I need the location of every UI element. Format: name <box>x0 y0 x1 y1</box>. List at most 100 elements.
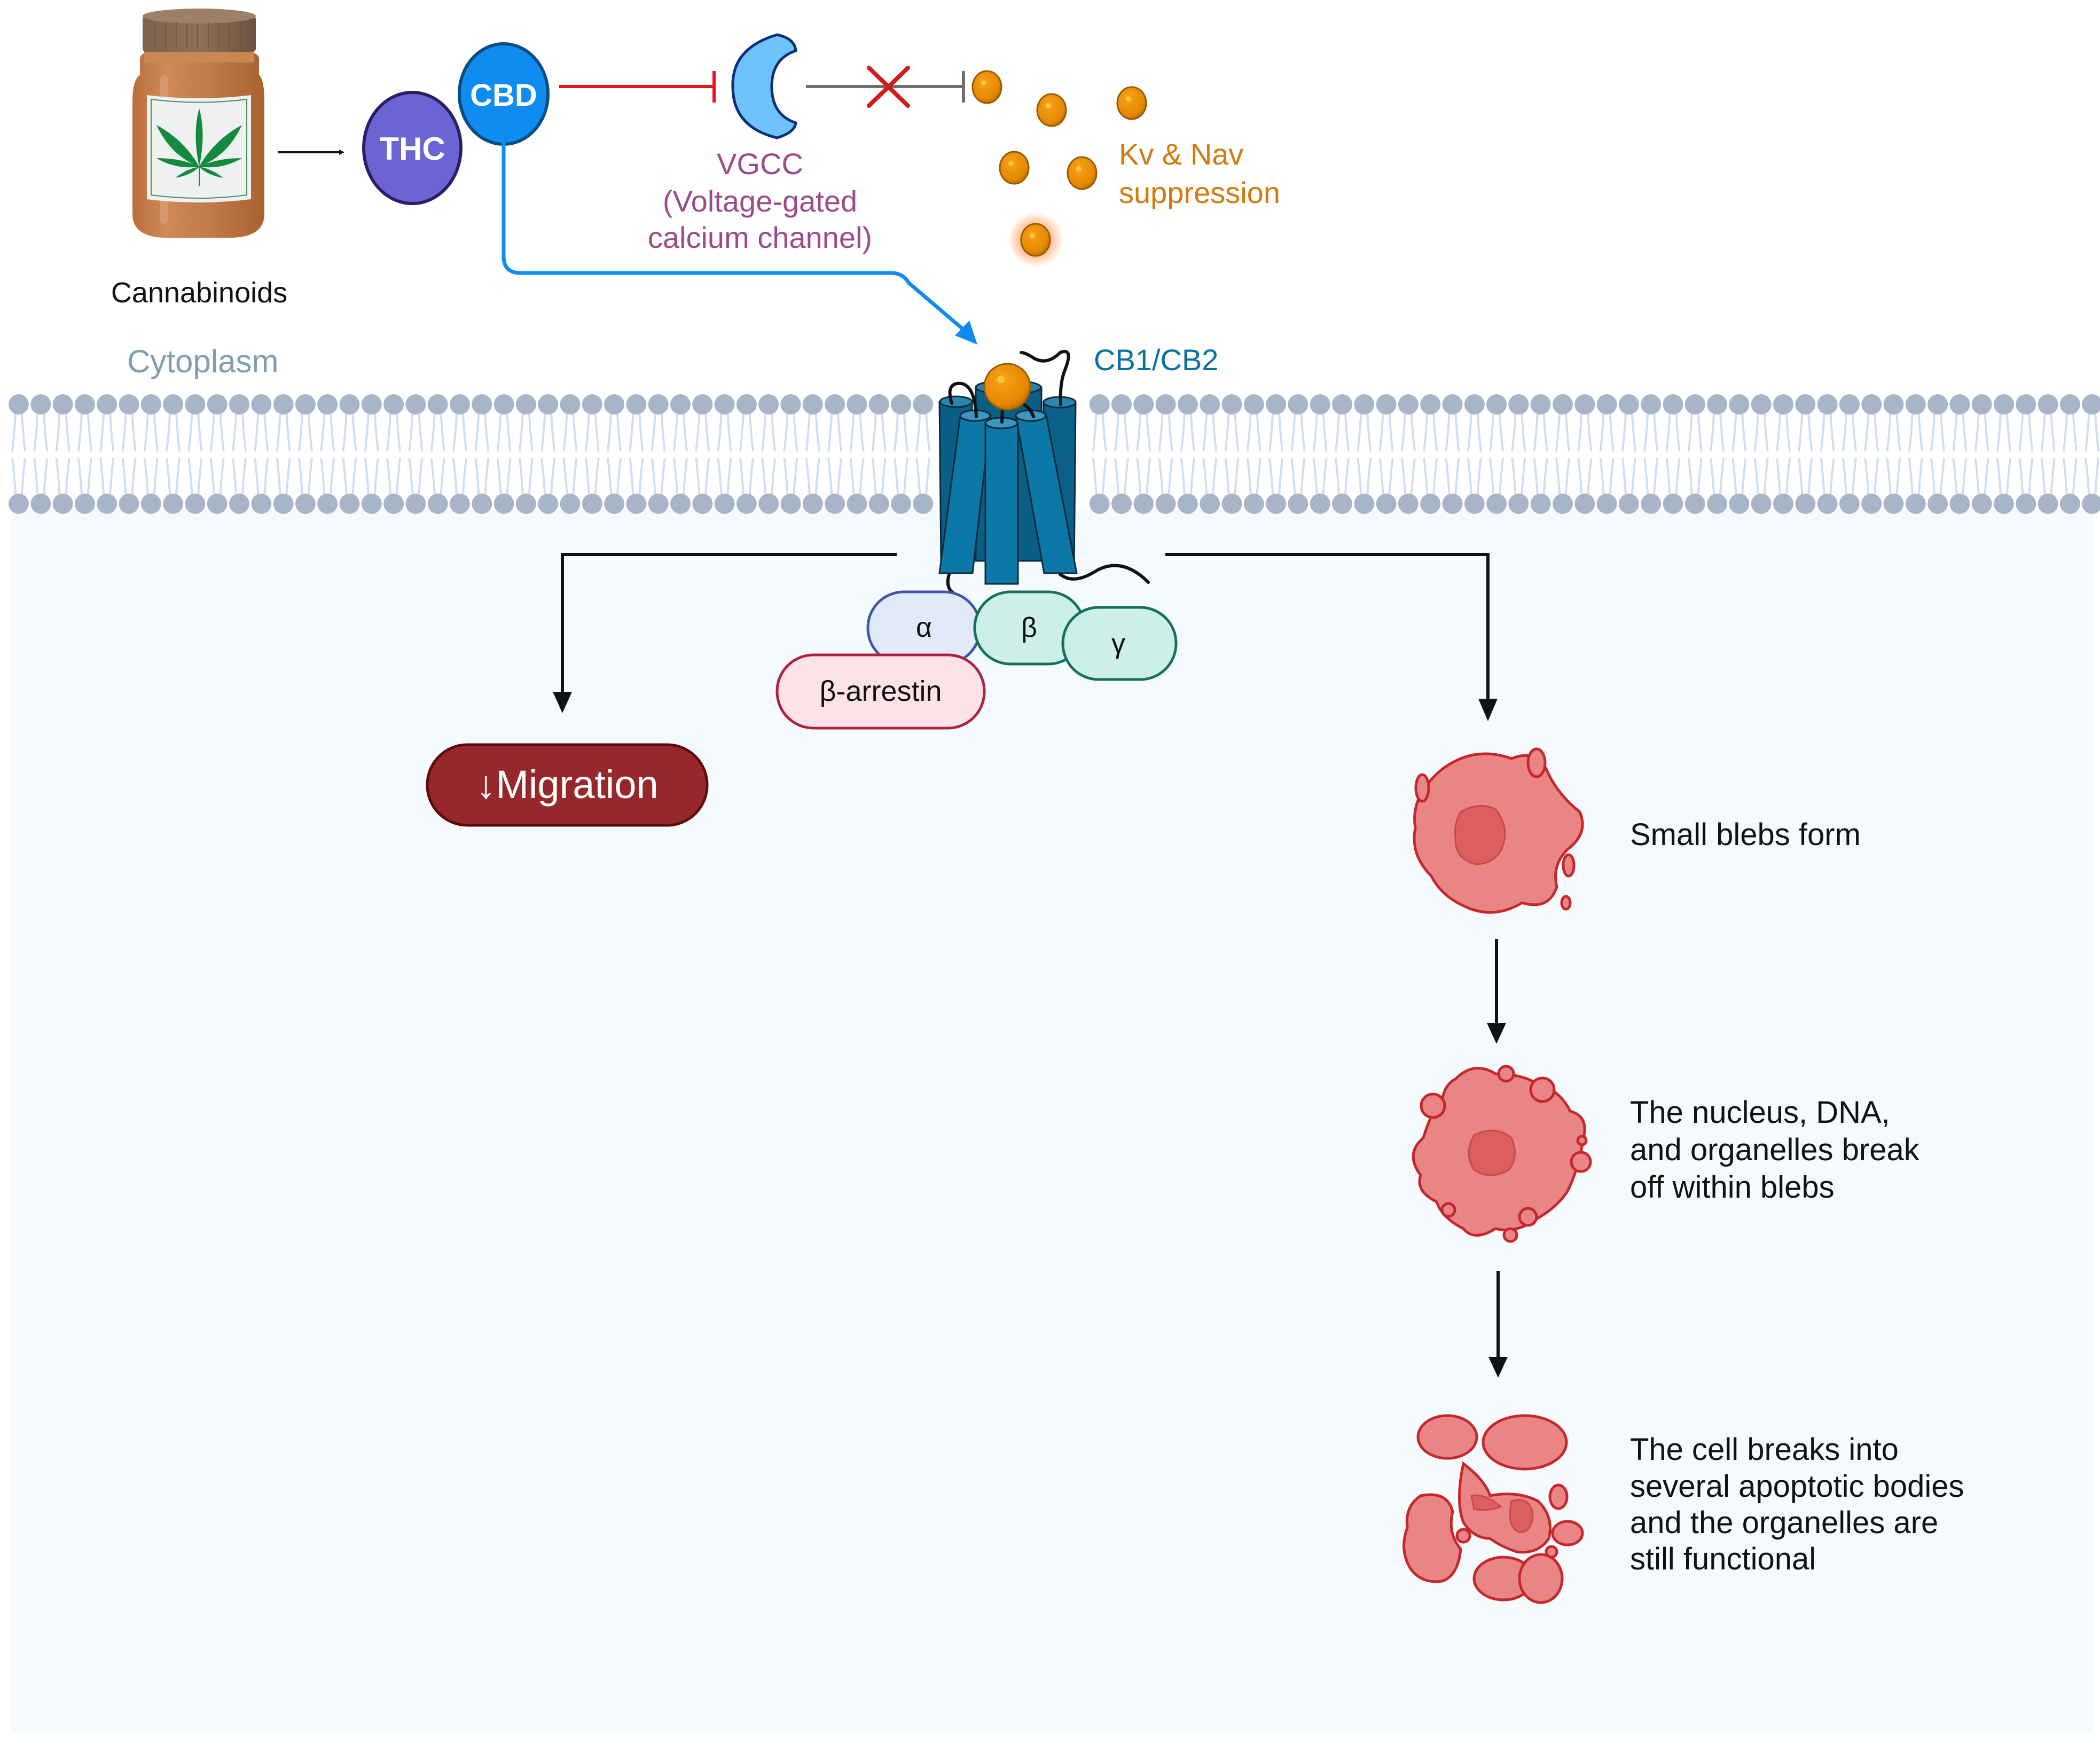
lipid-tail <box>761 457 777 495</box>
lipid-head <box>1089 494 1110 514</box>
lipid-tail <box>1312 413 1328 452</box>
lipid-head <box>119 394 139 415</box>
step-2-line-3: off within blebs <box>1630 1170 1835 1205</box>
lipid-head <box>383 494 404 514</box>
lipid-head <box>1795 494 1816 514</box>
lipid-tail <box>1180 457 1195 495</box>
cbd-label: CBD <box>470 78 537 113</box>
lipid-head <box>1949 494 1970 514</box>
lipid-tail <box>342 413 357 452</box>
lipid-head <box>1155 494 1176 514</box>
lipid-head <box>1751 394 1772 415</box>
step-3-line-4: still functional <box>1630 1542 1816 1576</box>
lipid-tail <box>121 457 137 495</box>
lipid-tail <box>1864 457 1879 495</box>
cell-stage-3-apoptotic-bodies <box>1402 1414 1584 1604</box>
lipid-head <box>868 394 889 415</box>
lipid-tail <box>607 457 622 495</box>
lipid-tail <box>1886 457 1901 495</box>
lipid-head <box>140 494 161 514</box>
lipid-tail <box>209 413 225 452</box>
lipid-tail <box>1357 413 1372 452</box>
lipid-tail <box>651 457 666 495</box>
lipid-tail <box>342 457 357 495</box>
lipid-head <box>758 394 779 415</box>
lipid-tail <box>849 413 865 452</box>
lipid-head <box>1486 494 1507 514</box>
lipid-head <box>472 494 492 514</box>
lipid-tail <box>783 413 798 452</box>
lipid-head <box>295 494 316 514</box>
receptor-loops <box>946 350 1150 595</box>
lipid-tail <box>695 457 710 495</box>
receptor-label: CB1/CB2 <box>1094 343 1218 377</box>
lipid-tail <box>99 413 115 452</box>
lipid-head <box>1861 494 1882 514</box>
lipid-head <box>1155 394 1176 415</box>
lipid-head <box>339 394 360 415</box>
lipid-head <box>780 394 801 415</box>
lipid-tail <box>2062 457 2078 495</box>
lipid-tail <box>1158 457 1173 495</box>
lipid-head <box>30 494 51 514</box>
lipid-head <box>163 494 184 514</box>
lipid-tail <box>166 457 181 495</box>
lipid-head <box>1420 494 1441 514</box>
lipid-tail <box>474 457 490 495</box>
lipid-head <box>450 494 470 514</box>
lipid-head <box>582 394 602 415</box>
lipid-tail <box>254 457 269 495</box>
lipid-head <box>758 494 779 514</box>
lipid-head <box>1927 394 1948 415</box>
lipid-head <box>273 494 294 514</box>
lipid-head <box>1089 394 1110 415</box>
lipid-tail <box>1092 413 1107 452</box>
arrowhead-stage-2-to-3 <box>1488 1357 1508 1378</box>
lipid-tail <box>1246 413 1261 452</box>
g-gamma-label: γ <box>1111 628 1125 659</box>
lipid-head <box>1243 394 1264 415</box>
lipid-head <box>1288 394 1308 415</box>
bound-ligand-icon <box>983 363 1031 411</box>
lipid-tail <box>1930 457 1946 495</box>
lipid-head <box>1332 494 1352 514</box>
lipid-tail <box>187 413 203 452</box>
lipid-tail <box>1776 413 1791 452</box>
lipid-head <box>736 494 757 514</box>
lipid-tail <box>1952 413 1968 452</box>
lipid-head <box>2038 494 2058 514</box>
lipid-tail <box>1665 413 1681 452</box>
lipid-tail <box>584 457 600 495</box>
cannabinoid-bottle-icon <box>132 9 264 238</box>
lipid-tail <box>1842 457 1857 495</box>
lipid-head <box>52 494 73 514</box>
lipid-head <box>74 494 95 514</box>
lipid-tail <box>1136 457 1151 495</box>
lipid-head <box>648 394 669 415</box>
lipid-tail <box>1445 457 1460 495</box>
lipid-tail <box>562 457 578 495</box>
lipid-head <box>802 394 823 415</box>
lipid-head <box>1839 494 1860 514</box>
lipid-tail <box>1511 457 1526 495</box>
vgcc-description-line-2: calcium channel) <box>648 221 872 254</box>
lipid-tail <box>1202 457 1218 495</box>
lipid-head <box>1243 494 1264 514</box>
lipid-tail <box>1643 413 1659 452</box>
lipid-tail <box>695 413 710 452</box>
lipid-head <box>185 394 206 415</box>
vgcc-label: VGCC <box>717 147 803 181</box>
lipid-head <box>427 494 448 514</box>
lipid-head <box>2016 394 2036 415</box>
lipid-head <box>515 394 536 415</box>
lipid-tail <box>915 457 931 495</box>
lipid-tail <box>364 457 379 495</box>
lipid-head <box>868 494 889 514</box>
lipid-tail <box>1731 413 1747 452</box>
lipid-head <box>1310 394 1330 415</box>
activation-arrowhead-blue <box>955 321 977 345</box>
lipid-tail <box>1489 457 1505 495</box>
ion-icon <box>1036 93 1067 127</box>
lipid-tail <box>1290 413 1306 452</box>
lipid-head <box>891 394 911 415</box>
